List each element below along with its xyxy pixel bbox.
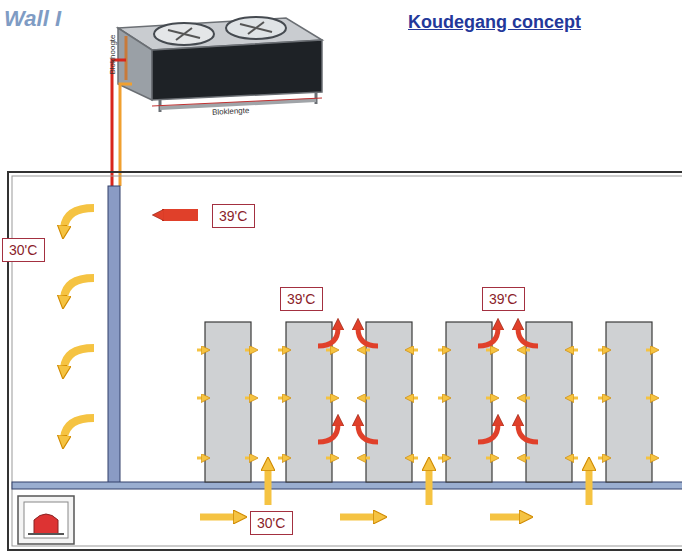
temperature-label: 30'C [257,514,286,532]
dimension-label: Bloklengte [212,106,250,117]
temperature-box: 30'C [2,238,45,262]
diagram-title: Koudegang concept [408,12,581,33]
crac-unit [18,496,74,544]
dimension-label: Blokhoogte [108,34,117,74]
server-rack [606,322,652,482]
temperature-box: 39'C [482,287,525,311]
dry-cooler [118,17,322,112]
server-racks [205,322,652,482]
temperature-label: 39'C [287,290,316,308]
temperature-label: 39'C [219,207,248,225]
temperature-box: 30'C [250,511,293,535]
airflow-arrows [64,208,652,517]
wall-label: Wall I [4,6,61,32]
temperature-box: 39'C [280,287,323,311]
server-rack [205,322,251,482]
temperature-box: 39'C [212,204,255,228]
temperature-label: 39'C [489,290,518,308]
temperature-label: 30'C [9,241,38,259]
